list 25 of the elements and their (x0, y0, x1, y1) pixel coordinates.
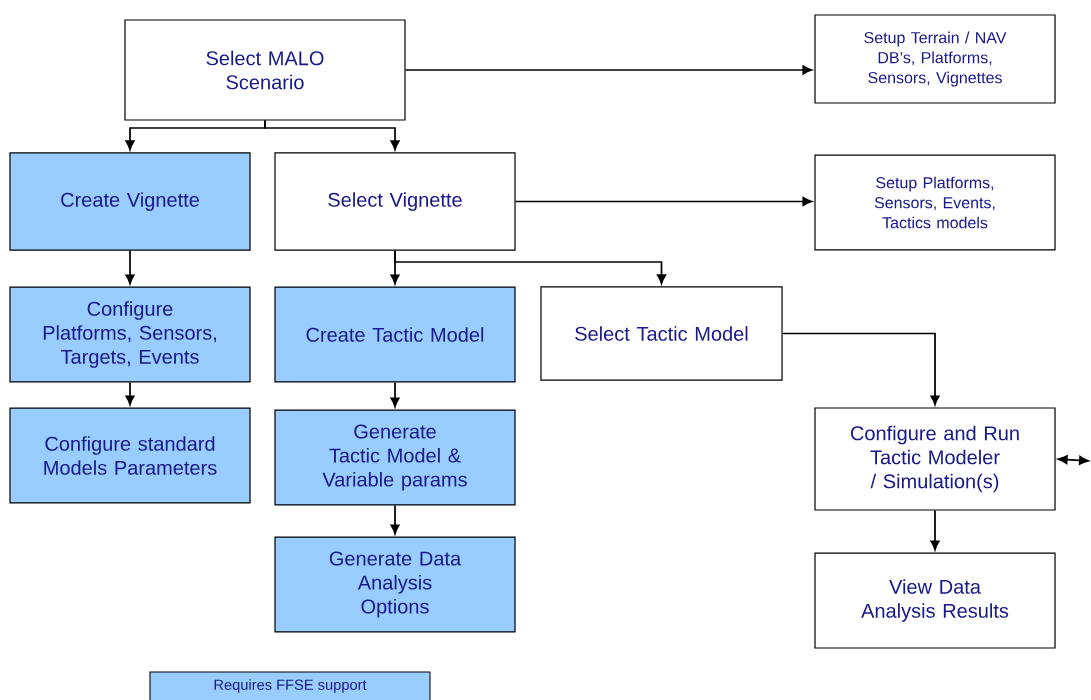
arrow (404, 65, 813, 75)
process-box: Configure and Run Tactic Modeler / Simulation(s) (814, 407, 1056, 511)
arrow (1057, 455, 1089, 465)
process-box: Select Vignette (274, 152, 516, 251)
process-box: Generate Tactic Model & Variable params (274, 409, 516, 506)
arrow (125, 249, 135, 285)
process-box: Create Tactic Model (274, 286, 516, 383)
process-box: View Data Analysis Results (814, 552, 1056, 649)
process-box: Setup Terrain / NAV DB’s, Platforms, Sensors, Vignettes (814, 14, 1056, 104)
process-box: Generate Data Analysis Options (274, 536, 516, 633)
process-box: Configure standard Models Parameters (9, 407, 251, 504)
arrow (930, 509, 940, 551)
arrow (264, 119, 400, 151)
process-box: Configure Platforms, Sensors, Targets, Events (9, 286, 251, 383)
process-box: Select Tactic Model (540, 286, 783, 381)
arrow (394, 249, 667, 285)
arrow (390, 381, 400, 408)
arrow (781, 332, 940, 406)
arrow (514, 196, 813, 207)
arrow (390, 504, 400, 535)
process-box: Create Vignette (9, 152, 251, 251)
legend-label: Requires FFSE support (214, 679, 367, 693)
process-box: Select MALO Scenario (124, 19, 406, 121)
arrow (125, 381, 135, 406)
process-box: Setup Platforms, Sensors, Events, Tactics models (814, 154, 1056, 251)
